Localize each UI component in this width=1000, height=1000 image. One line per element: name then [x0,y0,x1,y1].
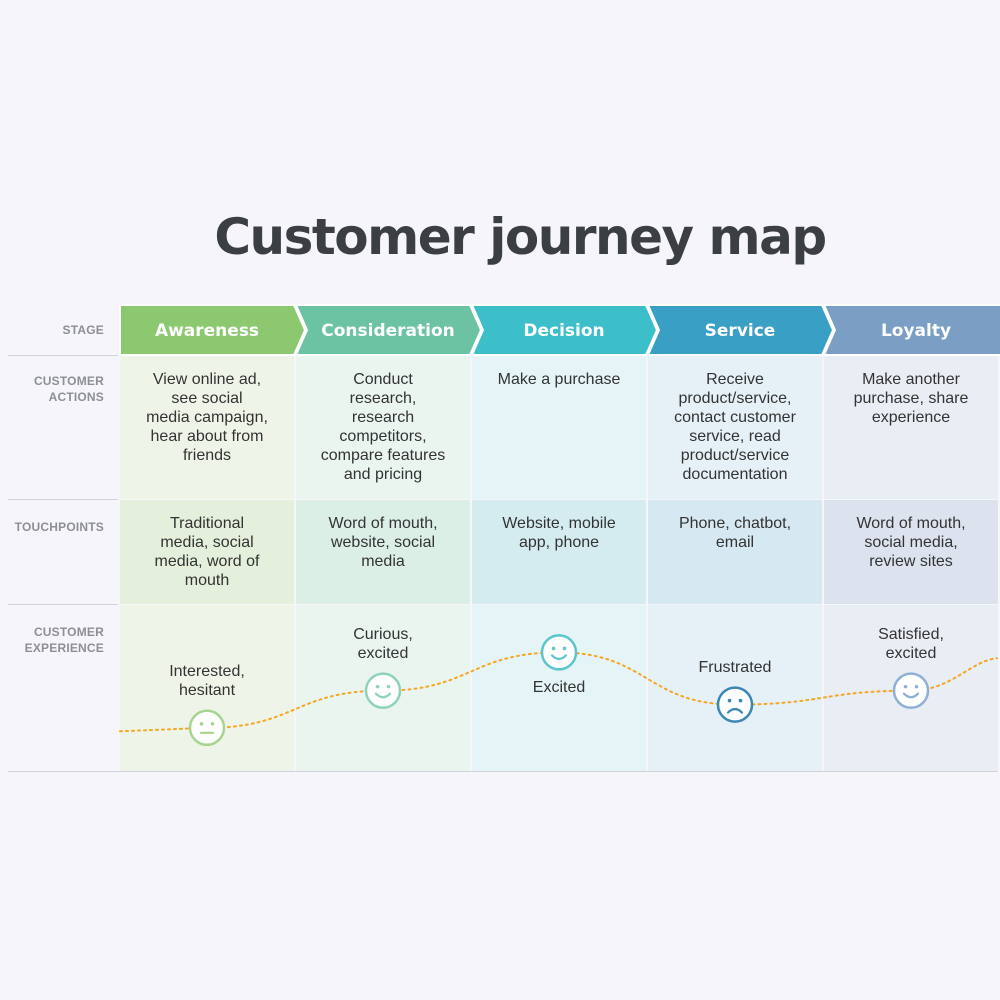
page-title: Customer journey map [214,208,827,266]
row-label-customer-actions-text: CUSTOMER ACTIONS [33,374,104,404]
consideration-actions-cell: Conduct research, research competitors, … [296,356,470,499]
awareness-emotion-label: Interested, hesitant [169,662,245,699]
awareness-touchpoints-cell: Traditional media, social media, word of… [120,500,294,604]
service-actions-text: Receive product/service, contact custome… [674,371,796,483]
stage-name: Awareness [155,321,259,341]
row-label-touchpoints: TOUCHPOINTS [14,520,104,534]
stage-header-consideration: Consideration [294,304,483,356]
sad-face-icon [716,686,754,723]
service-actions-cell: Receive product/service, contact custome… [648,356,822,499]
row-divider-touchpoints [8,499,118,500]
service-emotion-label: Frustrated [698,658,772,676]
loyalty-actions-text: Make another purchase, share experience [853,371,969,426]
service-touchpoints-cell: Phone, chatbot, email [648,500,822,604]
stage-header-awareness: Awareness [119,304,307,356]
row-label-customer-experience-text: CUSTOMER EXPERIENCE [24,625,104,655]
happy-face-icon [540,634,578,671]
stage-header-loyalty: Loyalty [822,304,1000,356]
awareness-actions-cell: View online ad, see social media campaig… [120,356,294,499]
row-label-stage: STAGE [62,323,104,337]
decision-actions-text: Make a purchase [497,371,621,388]
happy-face-icon [364,672,402,709]
awareness-actions-text: View online ad, see social media campaig… [146,371,268,464]
stage-name: Decision [523,321,604,341]
decision-emotion-label: Excited [532,679,586,697]
stage-header-shape [119,304,307,356]
decision-actions-cell: Make a purchase [472,356,646,499]
row-divider-actions [8,355,118,356]
stage-header-shape [470,304,659,356]
decision-touchpoints-text: Website, mobile app, phone [502,515,616,551]
stage-name: Consideration [321,321,455,341]
stage-header-shape [646,304,835,356]
consideration-touchpoints-text: Word of mouth, website, social media [328,515,438,570]
consideration-touchpoints-cell: Word of mouth, website, social media [296,500,470,604]
happy-face-icon [892,672,930,709]
loyalty-actions-cell: Make another purchase, share experience [824,356,998,499]
loyalty-emotion-label: Satisfied, excited [878,625,944,662]
row-label-customer-actions: CUSTOMER ACTIONS [4,373,104,405]
consideration-emotion-label: Curious, excited [353,625,413,662]
row-label-customer-experience: CUSTOMER EXPERIENCE [4,624,104,656]
stage-header-shape [294,304,483,356]
stage-header-shape [822,304,1000,356]
row-divider-experience [8,604,118,605]
service-touchpoints-text: Phone, chatbot, email [678,515,792,551]
stage-header-decision: Decision [470,304,659,356]
loyalty-touchpoints-text: Word of mouth, social media, review site… [856,515,966,570]
stage-name: Loyalty [881,321,951,341]
decision-experience-cell [472,605,646,771]
stage-header-service: Service [646,304,835,356]
loyalty-touchpoints-cell: Word of mouth, social media, review site… [824,500,998,604]
consideration-actions-text: Conduct research, research competitors, … [320,371,446,483]
awareness-touchpoints-text: Traditional media, social media, word of… [154,515,260,589]
row-divider-bottom [8,771,998,772]
decision-touchpoints-cell: Website, mobile app, phone [472,500,646,604]
neutral-face-icon [188,709,226,747]
stage-name: Service [705,321,776,341]
